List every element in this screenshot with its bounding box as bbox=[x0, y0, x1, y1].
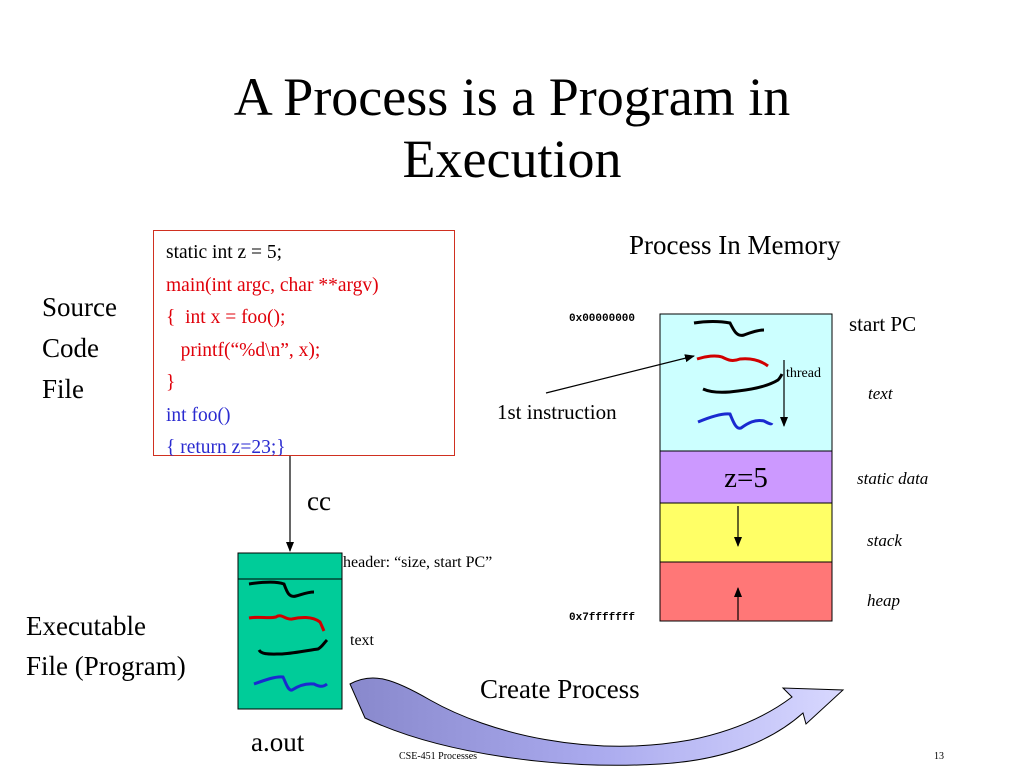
code-line: } bbox=[166, 372, 176, 393]
process-in-memory-title: Process In Memory bbox=[629, 230, 841, 260]
start-pc-label: start PC bbox=[849, 312, 917, 336]
source-label-line-2: Code bbox=[42, 333, 99, 363]
memory-text-segment bbox=[659, 313, 833, 452]
segment-label-heap: heap bbox=[867, 591, 901, 610]
source-label-line-3: File bbox=[42, 374, 85, 404]
source-code-file-label: Source Code File bbox=[42, 287, 117, 410]
title-line-2: Execution bbox=[402, 129, 622, 189]
executable-file-label: Executable File (Program) bbox=[26, 606, 186, 686]
code-line: { return z=23;} bbox=[166, 437, 286, 458]
memory-heap-segment bbox=[659, 561, 833, 622]
footer-page-number: 13 bbox=[934, 751, 944, 762]
segment-label-static-data: static data bbox=[857, 469, 929, 488]
segment-label-stack: stack bbox=[867, 531, 902, 550]
mem-code-squiggle-4 bbox=[697, 412, 774, 430]
code-line: { int x = foo(); bbox=[166, 307, 286, 328]
footer-course: CSE-451 Processes bbox=[399, 751, 478, 762]
exe-label-line-2: File (Program) bbox=[26, 651, 186, 681]
create-process-label: Create Process bbox=[480, 674, 640, 704]
code-line: main(int argc, char **argv) bbox=[166, 274, 379, 296]
memory-stack-segment bbox=[659, 502, 833, 563]
exe-label-line-1: Executable bbox=[26, 611, 146, 641]
exe-code-squiggle-3 bbox=[257, 638, 329, 656]
create-process-arrow bbox=[349, 677, 845, 766]
thread-label: thread bbox=[786, 366, 821, 381]
mem-code-squiggle-2 bbox=[696, 354, 769, 368]
segment-label-text: text bbox=[868, 384, 893, 403]
mem-code-squiggle-3 bbox=[702, 373, 784, 394]
mem-code-squiggle-1 bbox=[693, 320, 765, 337]
executable-file-name: a.out bbox=[251, 727, 305, 757]
title-line-1: A Process is a Program in bbox=[233, 67, 791, 127]
first-instruction-label: 1st instruction bbox=[497, 400, 617, 424]
memory-static-segment bbox=[659, 450, 833, 504]
code-line: static int z = 5; bbox=[166, 242, 283, 263]
compile-label: cc bbox=[307, 486, 331, 516]
slide-title: A Process is a Program in Execution bbox=[0, 66, 1024, 190]
exe-text-note: text bbox=[350, 632, 374, 649]
address-bottom: 0x7fffffff bbox=[569, 612, 636, 624]
header-note: header: “size, start PC” bbox=[343, 554, 493, 571]
static-value-label: z=5 bbox=[724, 462, 768, 494]
exe-code-squiggle-1 bbox=[248, 580, 315, 598]
code-line: int foo() bbox=[166, 404, 231, 426]
exe-code-squiggle-4 bbox=[253, 675, 328, 692]
source-code-box: static int z = 5; main(int argc, char **… bbox=[153, 230, 455, 458]
code-line: printf(“%d\n”, x); bbox=[166, 339, 321, 361]
address-top: 0x00000000 bbox=[569, 313, 636, 325]
source-label-line-1: Source bbox=[42, 292, 117, 322]
first-instruction-arrow bbox=[545, 354, 695, 394]
exe-code-squiggle-2 bbox=[248, 614, 326, 632]
